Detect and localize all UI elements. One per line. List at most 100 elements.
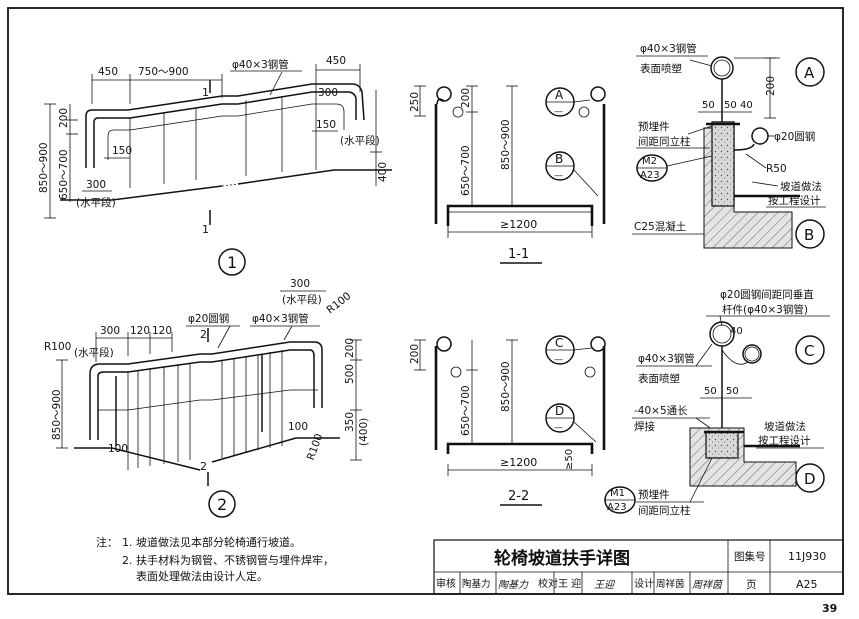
sec11-callout-a-ref: — bbox=[554, 107, 563, 117]
detailA-a23: A23 bbox=[640, 170, 660, 181]
fig1-dim-750-900: 750～900 bbox=[138, 66, 189, 78]
detailC-bar2: 杆件(φ40×3钢管) bbox=[722, 303, 808, 316]
detailD-embed1: 预埋件 bbox=[638, 489, 670, 501]
fig1-dim-450a: 450 bbox=[98, 66, 118, 78]
fig2-horizontal-right: (水平段) bbox=[282, 293, 322, 306]
detailC-weld: 焊接 bbox=[634, 420, 655, 433]
review-signature: 陶基力 bbox=[498, 579, 529, 591]
detailC-ramp1: 坡道做法 bbox=[764, 420, 806, 433]
notes-heading: 注： bbox=[96, 535, 118, 549]
sec22-dim-850-900: 850～900 bbox=[500, 361, 512, 412]
fig2-dim-400: (400) bbox=[358, 418, 370, 446]
notes-line-2: 2. 扶手材料为钢管、不锈钢管与埋件焊牢， bbox=[122, 553, 334, 567]
fig1-horizontal-right: (水平段) bbox=[340, 134, 380, 147]
fig1-number: 1 bbox=[227, 253, 237, 272]
fig1-section-mark-bottom: 1 bbox=[202, 223, 209, 236]
detailC-callout: C bbox=[804, 342, 814, 360]
sec22-label: 2-2 bbox=[508, 489, 529, 504]
detail-c-d: φ20圆钢间距同垂直 杆件(φ40×3钢管) 40 φ40×3钢管 表面喷塑 5… bbox=[604, 288, 830, 517]
detailA-ramp1: 坡道做法 bbox=[780, 180, 822, 193]
fig1-horizontal-left: (水平段) bbox=[76, 196, 116, 209]
design-signature: 周祥茵 bbox=[692, 579, 724, 591]
detailC-dim-40: 40 bbox=[730, 326, 743, 337]
fig1-dim-150b: 150 bbox=[316, 119, 336, 131]
detailC-flat: -40×5通长 bbox=[634, 405, 688, 417]
detailA-pipe: φ40×3钢管 bbox=[640, 42, 697, 55]
sec22-callout-d: D bbox=[555, 404, 564, 418]
notes-line-3: 表面处理做法由设计人定。 bbox=[136, 569, 268, 583]
sec11-callout-b-ref: — bbox=[554, 171, 563, 181]
detailA-r50: R50 bbox=[766, 163, 787, 175]
fig1-dim-400: 400 bbox=[377, 162, 389, 182]
detailA-finish: 表面喷塑 bbox=[640, 62, 682, 75]
detailC-bar1: φ20圆钢间距同垂直 bbox=[720, 288, 814, 301]
notes: 注： 1. 坡道做法见本部分轮椅通行坡道。 2. 扶手材料为钢管、不锈钢管与埋件… bbox=[96, 535, 334, 583]
figure-1-elevation: 450 750～900 φ40×3钢管 450 300 1 1 850 bbox=[38, 55, 392, 276]
title: 轮椅坡道扶手详图 bbox=[494, 548, 630, 569]
fig2-dim-100b: 100 bbox=[288, 421, 308, 433]
detailA-ramp2: 按工程设计 bbox=[768, 194, 821, 207]
sheet-border bbox=[7, 7, 844, 595]
detailA-embed1: 预埋件 bbox=[638, 121, 670, 133]
detailB-callout: B bbox=[804, 226, 814, 244]
check-label: 校对 bbox=[538, 577, 558, 590]
detailC-dim-50b: 50 bbox=[726, 386, 739, 397]
detail-a-b: φ40×3钢管 表面喷塑 200 50 50 40 φ20圆钢 R50 坡道做法… bbox=[632, 42, 826, 249]
fig2-dim-500: 500 bbox=[344, 364, 356, 384]
sec22-dim-200: 200 bbox=[409, 344, 421, 364]
fig1-dim-200: 200 bbox=[58, 108, 70, 128]
detailC-pipe: φ40×3钢管 bbox=[638, 352, 695, 365]
section-1-1: 250 200 650～700 850～900 ≥1200 A — B — 1-… bbox=[409, 85, 606, 264]
fig1-dim-850-900: 850～900 bbox=[38, 142, 50, 193]
fig1-dim-300: 300 bbox=[318, 87, 338, 99]
fig2-dim-120b: 120 bbox=[152, 325, 172, 337]
detailA-dim-50b: 50 bbox=[724, 100, 737, 111]
fig2-dim-200: 200 bbox=[344, 338, 356, 358]
fig2-dim-300b: 300 bbox=[290, 278, 310, 290]
fig2-dim-850-900: 850～900 bbox=[51, 389, 63, 440]
fig2-horizontal-left: (水平段) bbox=[74, 346, 114, 359]
check-signature: 王迎 bbox=[594, 579, 616, 591]
sec22-callout-d-ref: — bbox=[554, 423, 563, 433]
fig2-dim-350: 350 bbox=[344, 412, 356, 432]
fig2-pipe-label: φ40×3钢管 bbox=[252, 312, 309, 325]
fig2-r100a: R100 bbox=[324, 290, 353, 316]
fig1-section-mark-top: 1 bbox=[202, 86, 209, 99]
design-name: 周祥茵 bbox=[656, 578, 685, 590]
sec11-label: 1-1 bbox=[508, 247, 529, 262]
figure-2-elevation: 300 (水平段) R100 φ20圆钢 φ40×3钢管 300 120 120… bbox=[44, 278, 370, 518]
sec11-callout-b: B bbox=[555, 152, 563, 166]
sec22-dim-1200: ≥1200 bbox=[500, 456, 537, 469]
detailD-m1: M1 bbox=[610, 488, 625, 499]
sec22-callout-c-ref: — bbox=[554, 355, 563, 365]
detailC-finish: 表面喷塑 bbox=[638, 372, 680, 385]
title-block: 轮椅坡道扶手详图 图集号 11J930 页 A25 审核 陶基力 陶基力 校对 … bbox=[433, 539, 844, 595]
detailA-round-bar: φ20圆钢 bbox=[774, 130, 815, 143]
review-label: 审核 bbox=[436, 577, 456, 590]
design-label: 设计 bbox=[634, 577, 654, 590]
sec22-dim-50: ≥50 bbox=[564, 449, 575, 470]
fig2-round-bar: φ20圆钢 bbox=[188, 312, 229, 325]
fig1-dim-450b: 450 bbox=[326, 55, 346, 67]
fig1-dim-300b: 300 bbox=[86, 179, 106, 191]
fig2-section-mark-bottom: 2 bbox=[200, 460, 207, 473]
page-number: A25 bbox=[796, 578, 818, 591]
fig2-r100c: R100 bbox=[44, 341, 71, 353]
sec11-dim-200: 200 bbox=[460, 88, 472, 108]
detailA-dim-200: 200 bbox=[765, 76, 777, 96]
fig2-dim-120a: 120 bbox=[130, 325, 150, 337]
sec22-dim-650-700: 650～700 bbox=[460, 385, 472, 436]
check-name: 王 迎 bbox=[558, 578, 581, 590]
fig1-dim-150a: 150 bbox=[112, 145, 132, 157]
detailA-concrete: C25混凝土 bbox=[634, 220, 686, 233]
detailA-embed2: 间距同立柱 bbox=[638, 135, 691, 148]
fig2-dim-100a: 100 bbox=[108, 443, 128, 455]
sec11-callout-a: A bbox=[555, 88, 564, 102]
section-2-2: 200 650～700 850～900 ≥1200 ≥50 C — D — 2-… bbox=[409, 335, 606, 506]
detailA-callout: A bbox=[804, 64, 815, 82]
detailC-dim-50a: 50 bbox=[704, 386, 717, 397]
detailC-ramp2: 按工程设计 bbox=[758, 434, 811, 447]
sec11-dim-850-900: 850～900 bbox=[500, 119, 512, 170]
sec11-dim-650-700: 650～700 bbox=[460, 145, 472, 196]
sec11-dim-250: 250 bbox=[409, 92, 421, 112]
